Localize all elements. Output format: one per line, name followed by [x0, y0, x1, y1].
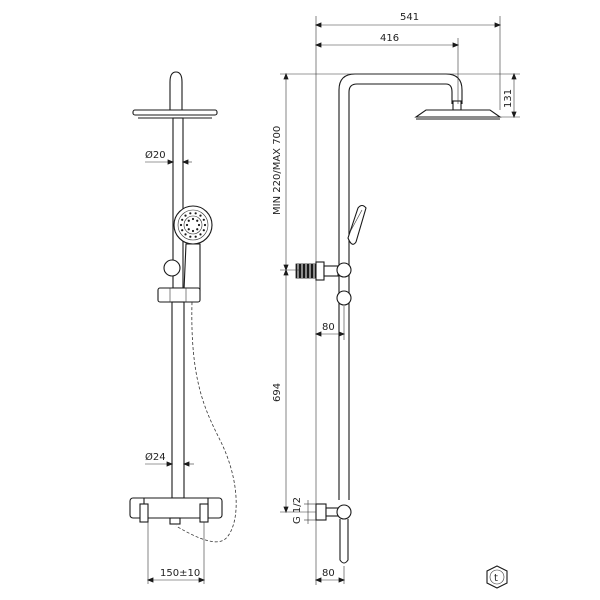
thermostat-mixer	[129, 497, 223, 525]
nozzle-dot	[189, 212, 192, 215]
nozzle-dot	[199, 214, 202, 217]
front-view: Ø20 Ø24 150±10	[129, 71, 237, 584]
nozzle-dot	[185, 223, 189, 227]
nozzle-dot	[197, 223, 201, 227]
label-centres: 150±10	[160, 568, 200, 579]
nozzle-dot	[203, 223, 207, 227]
mixer-leg-left	[139, 503, 149, 523]
mixer-leg-right	[199, 503, 209, 523]
label-column-height: 694	[272, 383, 283, 402]
front-hose	[175, 301, 237, 543]
nozzle-dot	[202, 229, 205, 232]
label-head-drop: 131	[503, 89, 514, 108]
label-bracket-offset: 80	[322, 322, 335, 333]
front-rain-head	[132, 109, 218, 116]
side-shower-arm	[338, 73, 463, 500]
nozzle-dot	[194, 235, 197, 238]
dim-total-reach: 541	[314, 12, 502, 110]
hand-shower-nozzles	[179, 212, 207, 238]
label-arm-reach: 416	[380, 33, 399, 44]
brand-logo-glyph: t	[494, 573, 498, 584]
dim-column-height: 694	[272, 268, 316, 514]
side-rain-head	[414, 109, 502, 118]
nozzle-dot	[189, 235, 192, 238]
nozzle-dot	[196, 219, 199, 222]
side-view: 541 416 131 MIN 220/MAX 700	[272, 12, 520, 585]
side-head-connector	[452, 100, 462, 111]
label-diameter-20: Ø20	[145, 149, 166, 161]
mixer-outlet	[169, 517, 181, 525]
dim-adjustable-height: MIN 220/MAX 700	[272, 72, 300, 272]
nozzle-dot	[194, 212, 197, 215]
label-inlet-offset: 80	[322, 568, 335, 579]
side-wall-bracket	[295, 261, 352, 281]
hand-shower-handle	[183, 243, 201, 291]
side-inlet	[315, 503, 352, 564]
nozzle-dot	[184, 214, 187, 217]
dim-diameter-24: Ø24	[145, 451, 194, 467]
nozzle-dot	[191, 229, 195, 233]
dim-diameter-20: Ø20	[145, 149, 192, 165]
nozzle-dot	[187, 219, 190, 222]
nozzle-dot	[179, 223, 183, 227]
dim-centres: 150±10	[146, 522, 206, 584]
brand-logo: t	[486, 565, 508, 589]
dim-inlet-offset: 80	[314, 566, 346, 584]
nozzle-dot	[199, 233, 202, 236]
nozzle-dot	[202, 218, 205, 221]
nozzle-dot	[181, 218, 184, 221]
label-adjustable-height: MIN 220/MAX 700	[272, 126, 283, 215]
nozzle-dot	[191, 217, 195, 221]
nozzle-dot	[196, 228, 199, 231]
side-hand-shower	[347, 204, 367, 245]
front-holder-knob	[163, 259, 181, 277]
dim-arm-reach: 416	[314, 33, 460, 104]
dim-bracket-offset: 80	[314, 306, 346, 340]
label-diameter-24: Ø24	[145, 451, 166, 463]
hand-shower	[173, 205, 213, 291]
side-slider	[336, 290, 352, 306]
front-arm-tip	[169, 71, 183, 112]
front-slider	[157, 287, 201, 303]
front-lower-rail	[171, 301, 185, 499]
hand-shower-face	[173, 205, 213, 245]
dim-inlet-thread: G 1/2	[292, 497, 316, 524]
nozzle-dot	[181, 229, 184, 232]
label-inlet-thread: G 1/2	[292, 497, 303, 524]
dim-head-drop: 131	[280, 72, 520, 119]
nozzle-dot	[187, 228, 190, 231]
nozzle-dot	[184, 233, 187, 236]
label-total-reach: 541	[400, 12, 419, 23]
